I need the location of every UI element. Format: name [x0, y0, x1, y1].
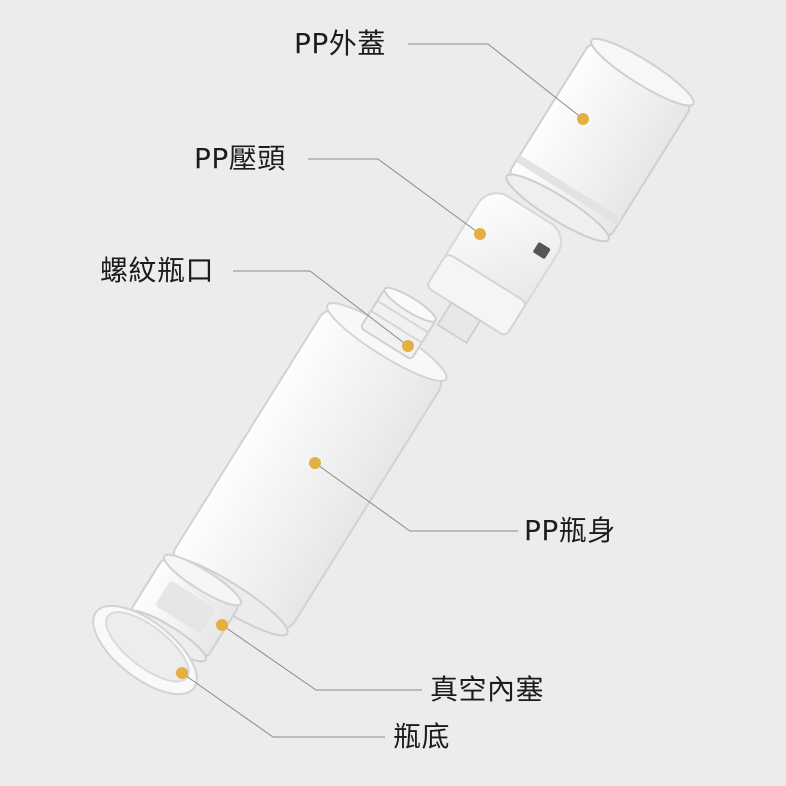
markers	[176, 113, 589, 679]
piston-marker	[216, 619, 228, 631]
base-label: 瓶底	[393, 720, 451, 753]
base-marker	[176, 667, 188, 679]
thread-neck-label: 螺紋瓶口	[100, 254, 215, 287]
piston-label: 真空內塞	[430, 673, 545, 706]
body-marker	[309, 457, 321, 469]
thread-neck-leader-line	[233, 270, 409, 347]
leader-lines	[181, 43, 584, 738]
body-label: PP瓶身	[524, 514, 616, 547]
bottle-body-part	[167, 286, 448, 637]
body-leader-line	[314, 462, 518, 532]
base-part	[92, 604, 198, 696]
pump-head-label: PP壓頭	[194, 142, 286, 175]
cap-marker	[577, 113, 589, 125]
base-leader-line	[181, 672, 385, 738]
thread-neck-marker	[402, 340, 414, 352]
pump-head-part	[427, 192, 562, 345]
cap-label: PP外蓋	[294, 27, 386, 60]
cap-leader-line	[408, 43, 584, 120]
pump-head-marker	[474, 228, 486, 240]
piston-leader-line	[221, 624, 422, 691]
pump-head-leader-line	[308, 158, 481, 235]
cap-part	[505, 37, 695, 243]
